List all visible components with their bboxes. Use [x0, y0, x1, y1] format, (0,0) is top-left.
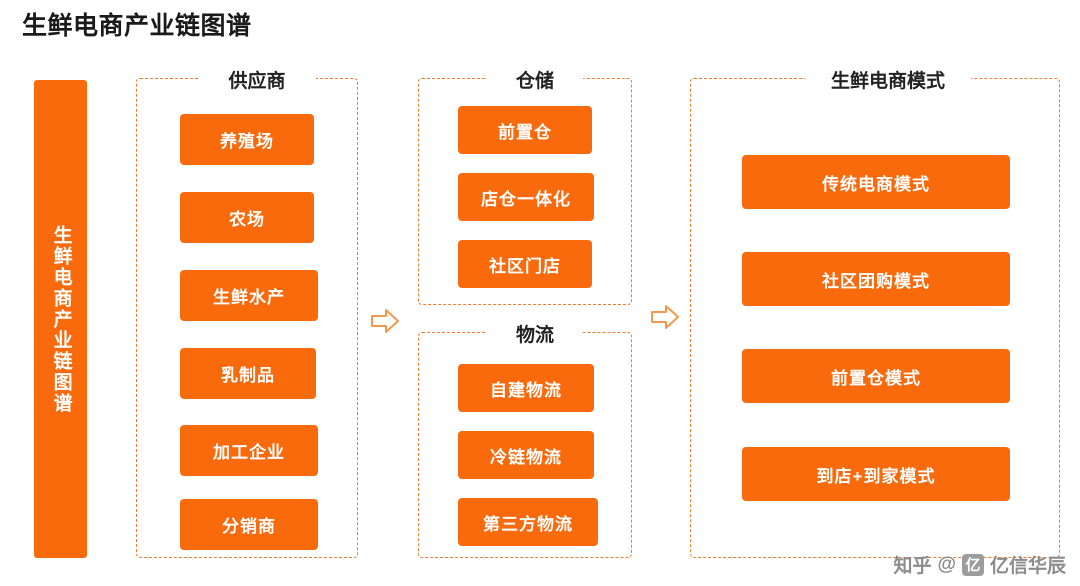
group-logistics-title: 物流: [487, 320, 583, 347]
chip-logistics-2[interactable]: 第三方物流: [458, 498, 598, 546]
chip-warehouse-1[interactable]: 店仓一体化: [458, 173, 594, 221]
vertical-title-label: 生鲜电商产业链图谱: [50, 224, 72, 414]
chip-models-3[interactable]: 到店+到家模式: [742, 447, 1010, 501]
watermark-zhihu-label: 知乎: [893, 556, 932, 577]
chip-warehouse-0[interactable]: 前置仓: [458, 106, 592, 154]
group-warehouse-title: 仓储: [487, 66, 583, 93]
vertical-title-bar: 生鲜电商产业链图谱: [34, 80, 87, 558]
watermark-at-symbol: @: [937, 553, 956, 575]
chip-models-2[interactable]: 前置仓模式: [742, 349, 1010, 403]
brand-logo-icon: 亿: [961, 553, 984, 576]
chip-supplier-1[interactable]: 农场: [180, 192, 314, 243]
watermark-brand-label: 亿信华辰: [989, 556, 1066, 577]
chip-logistics-0[interactable]: 自建物流: [458, 364, 594, 412]
chip-models-1[interactable]: 社区团购模式: [742, 252, 1010, 306]
chip-warehouse-2[interactable]: 社区门店: [458, 240, 592, 288]
page-title: 生鲜电商产业链图谱: [22, 12, 252, 40]
chip-supplier-5[interactable]: 分销商: [180, 499, 318, 550]
group-models-title: 生鲜电商模式: [805, 66, 971, 93]
chip-supplier-2[interactable]: 生鲜水产: [180, 270, 318, 321]
chip-supplier-0[interactable]: 养殖场: [180, 114, 314, 165]
arrow-warehouse-to-models: [650, 304, 680, 330]
arrow-supplier-to-warehouse: [370, 308, 400, 334]
chip-logistics-1[interactable]: 冷链物流: [458, 431, 594, 479]
group-supplier-title: 供应商: [198, 66, 316, 93]
chip-supplier-4[interactable]: 加工企业: [180, 425, 318, 476]
watermark: 知乎 @ 亿 亿信华辰: [893, 551, 1066, 578]
chip-supplier-3[interactable]: 乳制品: [180, 348, 316, 399]
chip-models-0[interactable]: 传统电商模式: [742, 155, 1010, 209]
